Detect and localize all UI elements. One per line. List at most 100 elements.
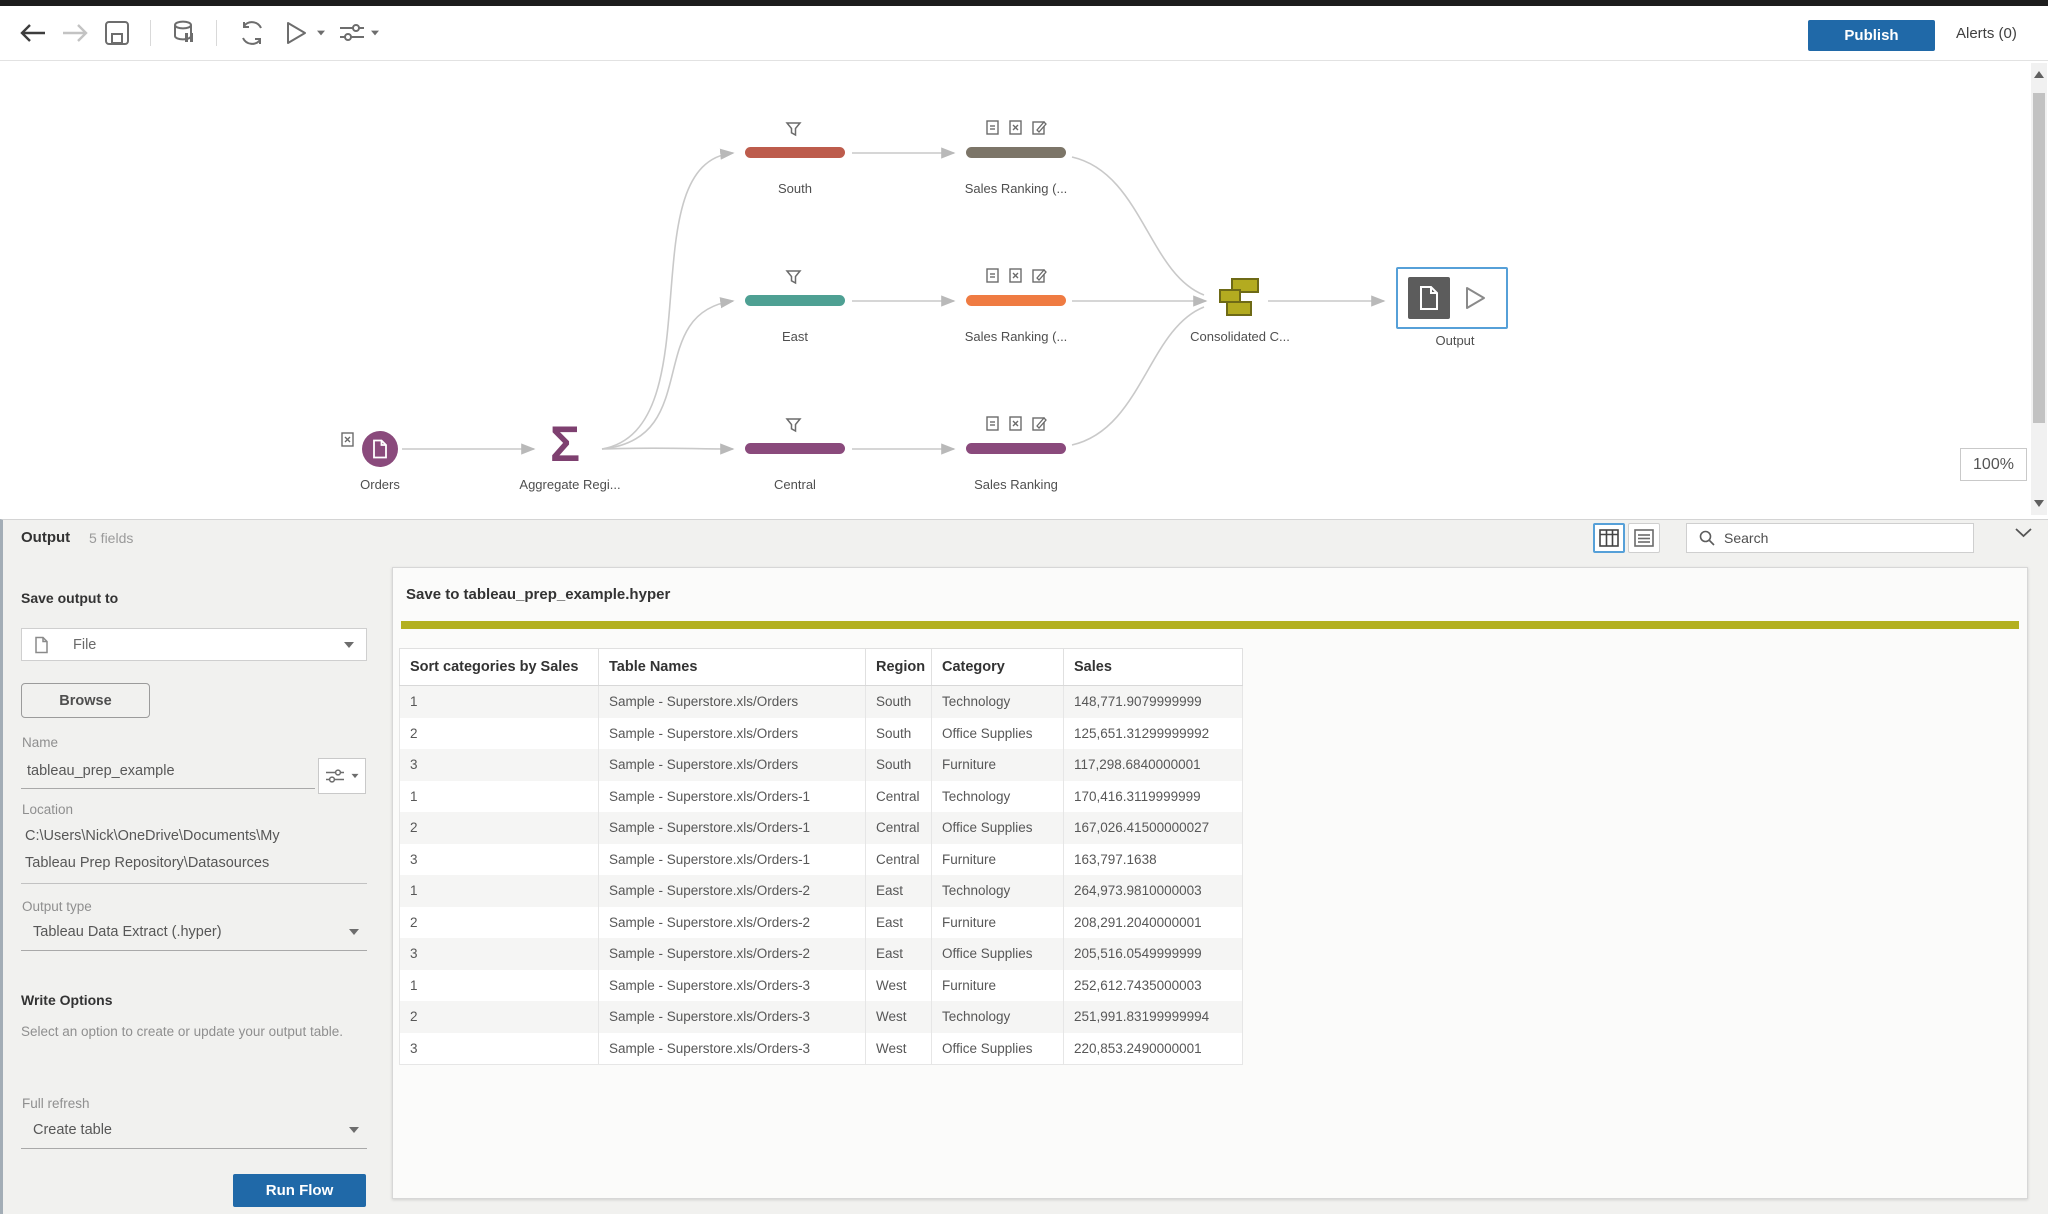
table-cell: Sample - Superstore.xls/Orders-1 [598, 843, 866, 875]
run-icon[interactable] [282, 6, 310, 60]
browse-button[interactable]: Browse [21, 683, 150, 718]
full-refresh-value: Create table [33, 1122, 112, 1138]
name-label: Name [22, 735, 59, 750]
flow-options-caret[interactable] [366, 6, 384, 60]
flow-node-central[interactable] [745, 443, 845, 454]
collapse-pane-chevron-icon[interactable] [2015, 528, 2032, 538]
save-icon[interactable] [100, 6, 134, 60]
table-cell: Office Supplies [931, 812, 1064, 844]
table-cell: Sample - Superstore.xls/Orders-2 [598, 906, 866, 938]
file-icon [373, 439, 387, 459]
name-options-button[interactable] [318, 758, 366, 794]
save-output-to-dropdown[interactable]: File [21, 628, 367, 661]
table-cell: West [865, 1032, 932, 1065]
table-cell: East [865, 938, 932, 970]
table-cell: 3 [399, 1032, 599, 1065]
progress-bar [401, 621, 2019, 629]
write-options-label: Write Options [21, 992, 113, 1008]
toolbar-separator [216, 20, 217, 46]
back-icon[interactable] [16, 6, 50, 60]
data-source-pause-icon[interactable] [166, 6, 202, 60]
flow-canvas: South Sales Ranking (... East Sales Rank… [0, 61, 2048, 519]
flow-node-sales-ranking-central[interactable] [966, 443, 1066, 454]
list-view-icon [1634, 529, 1654, 547]
zoom-level-badge[interactable]: 100% [1960, 448, 2027, 481]
name-input[interactable]: tableau_prep_example [21, 761, 315, 789]
table-cell: 205,516.0549999999 [1063, 938, 1243, 970]
table-cell: Technology [931, 875, 1064, 907]
alerts-button[interactable]: Alerts (0) [1956, 24, 2017, 42]
table-cell: Furniture [931, 969, 1064, 1001]
table-cell: 148,771.9079999999 [1063, 685, 1243, 718]
column-header[interactable]: Table Names [598, 648, 866, 686]
table-cell: Sample - Superstore.xls/Orders-3 [598, 969, 866, 1001]
refresh-icon[interactable] [234, 6, 270, 60]
node-label: Aggregate Regi... [519, 477, 621, 492]
flow-vertical-scrollbar[interactable] [2031, 63, 2047, 515]
column-header[interactable]: Category [931, 648, 1064, 686]
table-cell: Furniture [931, 843, 1064, 875]
table-cell: Technology [931, 780, 1064, 812]
scrollbar-up-arrow[interactable] [2034, 71, 2044, 78]
flow-node-consolidated[interactable] [1218, 277, 1262, 319]
column-header[interactable]: Region [865, 648, 932, 686]
output-type-dropdown[interactable]: Tableau Data Extract (.hyper) [21, 920, 367, 951]
flow-options-icon[interactable] [336, 6, 368, 60]
table-cell: 3 [399, 749, 599, 781]
play-icon[interactable] [1464, 286, 1486, 310]
flow-node-orders[interactable] [362, 431, 398, 467]
table-cell: 170,416.3119999999 [1063, 780, 1243, 812]
flow-node-output[interactable] [1396, 267, 1508, 329]
publish-button[interactable]: Publish [1808, 20, 1935, 51]
node-label: South [778, 181, 812, 196]
table-cell: Office Supplies [931, 717, 1064, 749]
table-cell: Sample - Superstore.xls/Orders-2 [598, 938, 866, 970]
divider [21, 883, 367, 884]
flow-node-south[interactable] [745, 147, 845, 158]
flow-node-east[interactable] [745, 295, 845, 306]
list-view-toggle[interactable] [1628, 523, 1660, 553]
toolbar-separator [150, 20, 151, 46]
full-refresh-dropdown[interactable]: Create table [21, 1118, 367, 1149]
table-cell: East [865, 906, 932, 938]
save-output-to-label: Save output to [21, 590, 119, 606]
grid-view-toggle[interactable] [1593, 523, 1625, 553]
write-options-hint: Select an option to create or update you… [21, 1024, 343, 1039]
dropdown-caret-icon [351, 773, 358, 779]
run-dropdown-caret[interactable] [312, 6, 330, 60]
table-cell: Sample - Superstore.xls/Orders [598, 717, 866, 749]
run-flow-button[interactable]: Run Flow [233, 1174, 366, 1207]
file-icon [35, 636, 48, 653]
scrollbar-down-arrow[interactable] [2034, 500, 2044, 507]
search-input[interactable]: Search [1686, 523, 1974, 553]
main-toolbar: Publish Alerts (0) [0, 6, 2048, 61]
scrollbar-thumb[interactable] [2033, 93, 2045, 423]
column-header[interactable]: Sort categories by Sales [399, 648, 599, 686]
table-cell: 2 [399, 717, 599, 749]
flow-node-sales-ranking-south[interactable] [966, 147, 1066, 158]
filter-icon [785, 269, 802, 286]
clean-step-icons [985, 415, 1048, 432]
output-preview-card: Save to tableau_prep_example.hyper Sort … [392, 567, 2028, 1199]
node-label: Central [774, 477, 816, 492]
forward-icon[interactable] [58, 6, 92, 60]
flow-node-aggregate[interactable]: Σ [550, 416, 581, 472]
flow-node-sales-ranking-east[interactable] [966, 295, 1066, 306]
file-icon [1420, 286, 1438, 310]
node-label: Sales Ranking [974, 477, 1058, 492]
table-cell: Sample - Superstore.xls/Orders-3 [598, 1032, 866, 1065]
column-header[interactable]: Sales [1063, 648, 1243, 686]
